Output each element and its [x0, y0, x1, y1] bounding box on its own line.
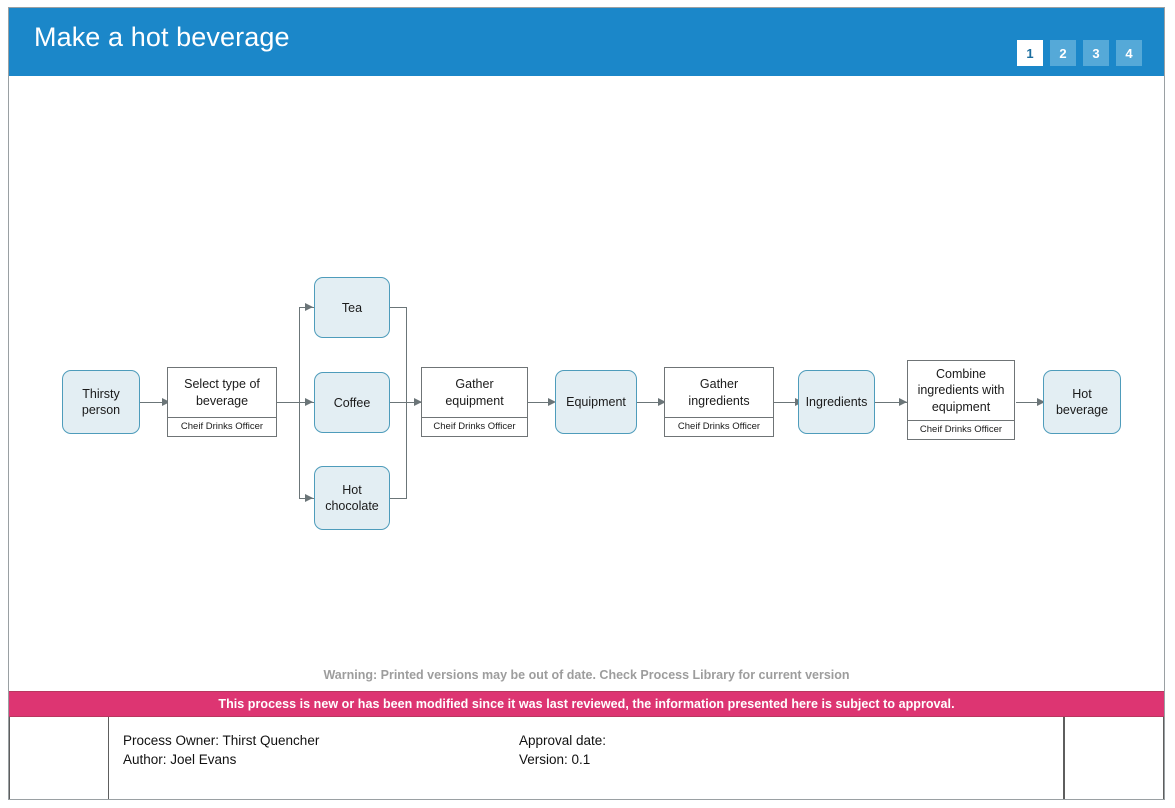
node-label: Select type of beverage: [184, 377, 260, 408]
arrowhead-split-to-coffee: [305, 398, 313, 406]
node-label: Hot chocolate: [325, 483, 379, 513]
node-label: Thirsty person: [81, 387, 121, 417]
metadata-column-owner: Process Owner: Thirst Quencher Author: J…: [123, 731, 319, 769]
page-header: Make a hot beverage 1 2 3 4: [9, 8, 1164, 76]
node-equipment[interactable]: Equipment: [555, 370, 637, 434]
connector-gatherequip-to-equipment: [528, 402, 552, 403]
page-button-4[interactable]: 4: [1116, 40, 1142, 66]
node-hot-chocolate[interactable]: Hot chocolate: [314, 466, 390, 530]
node-gather-equipment[interactable]: Gather equipment Cheif Drinks Officer: [421, 367, 528, 437]
node-label: Combine ingredients with equipment: [917, 367, 1005, 414]
arrowhead-split-to-tea: [305, 303, 313, 311]
connector-hotchoc-to-merge: [390, 498, 407, 499]
process-owner-text: Process Owner: Thirst Quencher: [123, 733, 320, 748]
version-text: Version: 0.1: [519, 752, 591, 768]
arrowhead-to-hot-beverage: [1037, 398, 1045, 406]
node-label: Ingredients: [805, 395, 868, 409]
connector-split-spine: [299, 307, 300, 499]
page-button-2[interactable]: 2: [1050, 40, 1076, 66]
node-hot-beverage[interactable]: Hot beverage: [1043, 370, 1121, 434]
page-button-1[interactable]: 1: [1017, 40, 1043, 66]
node-role-label: Cheif Drinks Officer: [422, 417, 527, 436]
connector-combine-to-hotbeverage: [1016, 402, 1043, 403]
approval-notice-bar: This process is new or has been modified…: [9, 691, 1164, 717]
connector-gatheringredients-to-ingredients: [774, 402, 799, 403]
arrowhead-to-gather-equipment: [414, 398, 422, 406]
node-gather-ingredients[interactable]: Gather ingredients Cheif Drinks Officer: [664, 367, 774, 437]
arrowhead-to-gather-ingredients: [658, 398, 666, 406]
connector-coffee-to-gather-equipment: [390, 402, 423, 403]
node-coffee[interactable]: Coffee: [314, 372, 390, 433]
node-label: Coffee: [333, 395, 371, 410]
node-role-label: Cheif Drinks Officer: [168, 417, 276, 436]
arrowhead-to-combine: [899, 398, 907, 406]
connector-select-to-split: [277, 402, 300, 403]
connector-equipment-to-gatheringredients: [637, 402, 665, 403]
metadata-cell-main: Process Owner: Thirst Quencher Author: J…: [109, 717, 1064, 799]
metadata-cell-left-blank: [9, 717, 109, 799]
node-select-type-of-beverage[interactable]: Select type of beverage Cheif Drinks Off…: [167, 367, 277, 437]
connector-thirsty-to-select: [140, 402, 164, 403]
arrowhead-thirsty-to-select: [162, 398, 170, 406]
print-warning-note: Warning: Printed versions may be out of …: [323, 668, 850, 682]
node-tea[interactable]: Tea: [314, 277, 390, 338]
page-selector: 1 2 3 4: [1017, 40, 1142, 66]
node-label: Gather equipment: [445, 377, 504, 408]
arrowhead-to-equipment: [548, 398, 556, 406]
flowchart-canvas: Thirsty person Select type of beverage C…: [9, 76, 1164, 690]
node-label: Hot beverage: [1055, 387, 1109, 417]
document-metadata-row: Process Owner: Thirst Quencher Author: J…: [9, 717, 1164, 799]
approval-notice-text: This process is new or has been modified…: [218, 697, 955, 711]
node-thirsty-person[interactable]: Thirsty person: [62, 370, 140, 434]
node-label: Tea: [341, 300, 363, 315]
node-combine-ingredients-with-equipment[interactable]: Combine ingredients with equipment Cheif…: [907, 360, 1015, 440]
node-ingredients[interactable]: Ingredients: [798, 370, 875, 434]
metadata-column-approval: Approval date: Version: 0.1: [519, 731, 606, 769]
node-role-label: Cheif Drinks Officer: [665, 417, 773, 436]
approval-date-text: Approval date:: [519, 733, 607, 748]
arrowhead-split-to-hotchoc: [305, 494, 313, 502]
page-title: Make a hot beverage: [34, 22, 290, 52]
node-label: Gather ingredients: [688, 377, 750, 408]
page-button-3[interactable]: 3: [1083, 40, 1109, 66]
connector-merge-spine: [406, 307, 407, 499]
node-role-label: Cheif Drinks Officer: [908, 420, 1014, 439]
node-label: Equipment: [566, 395, 626, 409]
author-text: Author: Joel Evans: [123, 752, 237, 768]
metadata-cell-right-blank: [1064, 717, 1164, 799]
connector-tea-to-merge: [390, 307, 407, 308]
connector-ingredients-to-combine: [875, 402, 909, 403]
